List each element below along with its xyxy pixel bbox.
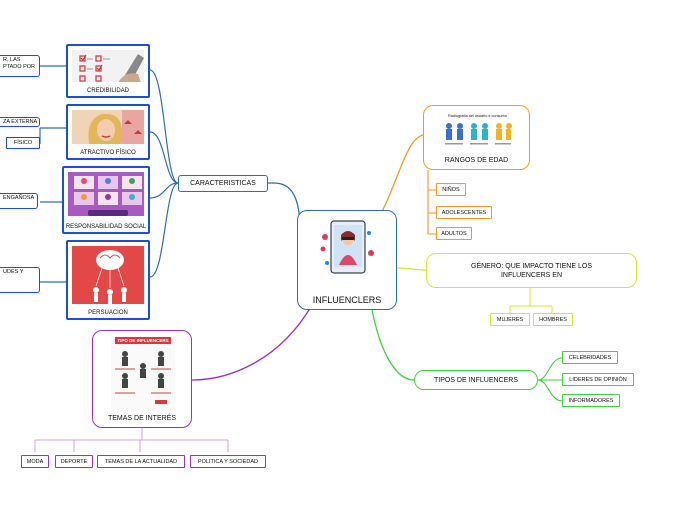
fragment-responsabilidad[interactable]: ENGAÑOSA	[0, 193, 38, 209]
interest-item-politica[interactable]: POLITICA Y SOCIEDAD	[190, 455, 266, 468]
interest-item-actualidad[interactable]: TEMAS DE LA ACTUALIDAD	[97, 455, 185, 468]
center-title: INFLUENCLERS	[312, 295, 382, 305]
age-item-label: ADULTOS	[441, 230, 467, 237]
center-node[interactable]: INFLUENCLERS	[297, 210, 397, 310]
fragment-line: ENGAÑOSA	[3, 195, 35, 201]
influencer-types-poster: TIPO DE INFLUENCERS	[111, 337, 175, 411]
fragment-credibilidad[interactable]: R, LAS PTADO POR	[0, 55, 40, 77]
type-item-label: LIDERES DE OPINIÓN	[569, 376, 627, 383]
age-item-ninos[interactable]: NIÑOS	[436, 183, 466, 196]
type-item-celebridades[interactable]: CELEBRIDADES	[562, 351, 618, 364]
fragment-line: R, LAS	[3, 57, 21, 63]
interest-item-label: MODA	[26, 458, 44, 465]
gender-node[interactable]: GÉNERO: QUE IMPACTO TIENE LOS INFLUENCER…	[426, 253, 637, 288]
brain-puppet-image	[72, 246, 144, 304]
woman-portrait-image	[72, 110, 144, 144]
gender-item-hombres[interactable]: HOMBRES	[533, 313, 573, 326]
card-caption: CREDIBILIDAD	[86, 88, 129, 94]
age-figures-illustration	[445, 123, 512, 145]
age-item-adultos[interactable]: ADULTOS	[436, 227, 472, 240]
fragment-fisico-label: FÍSICO	[13, 140, 33, 146]
type-item-informadores[interactable]: INFORMADORES	[562, 394, 620, 407]
fragment-fisico[interactable]: FÍSICO	[6, 137, 40, 149]
fragment-line: UDES Y	[3, 269, 24, 275]
age-image-title: Radiografía del usuario e consumo	[448, 114, 507, 118]
types-label: TIPOS DE INFLUENCERS	[433, 376, 518, 384]
card-caption: PERSUACION	[88, 310, 128, 316]
age-node[interactable]: Radiografía del usuario e consumo RANGOS…	[423, 105, 530, 170]
poster-title: TIPO DE INFLUENCERS	[115, 337, 171, 344]
age-label: RANGOS DE EDAD	[444, 157, 509, 164]
card-caption: ATRACTIVO FÍSICO	[80, 150, 136, 156]
card-credibilidad[interactable]: CREDIBILIDAD	[66, 44, 150, 98]
interest-item-label: POLITICA Y SOCIEDAD	[197, 458, 258, 465]
card-caption: RESPONSABILIDAD SOCIAL	[65, 224, 147, 230]
card-responsabilidad-social[interactable]: RESPONSABILIDAD SOCIAL	[62, 166, 150, 234]
interest-item-moda[interactable]: MODA	[21, 455, 49, 468]
checklist-image	[72, 50, 144, 82]
characteristics-node[interactable]: CARACTERISTICAS	[178, 175, 268, 192]
gender-item-label: HOMBRES	[539, 316, 567, 323]
interests-node[interactable]: TIPO DE INFLUENCERS TEMAS DE INTERÉS	[92, 330, 192, 428]
card-persuacion[interactable]: PERSUACION	[66, 240, 150, 320]
interest-item-label: TEMAS DE LA ACTUALIDAD	[104, 458, 178, 465]
video-call-image	[68, 172, 144, 216]
fragment-line: PTADO POR	[3, 64, 35, 70]
card-atractivo-fisico[interactable]: ATRACTIVO FÍSICO	[66, 104, 150, 160]
age-item-label: ADOLESCENTES	[441, 209, 487, 216]
type-item-lideres[interactable]: LIDERES DE OPINIÓN	[562, 373, 634, 386]
gender-item-label: MUJERES	[496, 316, 524, 323]
influencer-phone-illustration	[320, 220, 374, 274]
interest-item-label: DEPORTE	[60, 458, 88, 465]
age-item-adolescentes[interactable]: ADOLESCENTES	[436, 206, 492, 219]
fragment-atractivo[interactable]: ZA EXTERNA	[0, 117, 40, 127]
fragment-line: ZA EXTERNA	[3, 119, 38, 125]
age-item-label: NIÑOS	[442, 186, 460, 193]
types-node[interactable]: TIPOS DE INFLUENCERS	[414, 370, 538, 390]
gender-item-mujeres[interactable]: MUJERES	[490, 313, 530, 326]
interests-label: TEMAS DE INTERÉS	[107, 415, 177, 422]
interest-item-deporte[interactable]: DEPORTE	[55, 455, 93, 468]
gender-label: GÉNERO: QUE IMPACTO TIENE LOS INFLUENCER…	[471, 262, 592, 279]
fragment-persuacion[interactable]: UDES Y	[0, 267, 40, 293]
type-item-label: INFORMADORES	[568, 397, 614, 404]
type-item-label: CELEBRIDADES	[568, 354, 612, 361]
characteristics-label: CARACTERISTICAS	[190, 180, 256, 187]
